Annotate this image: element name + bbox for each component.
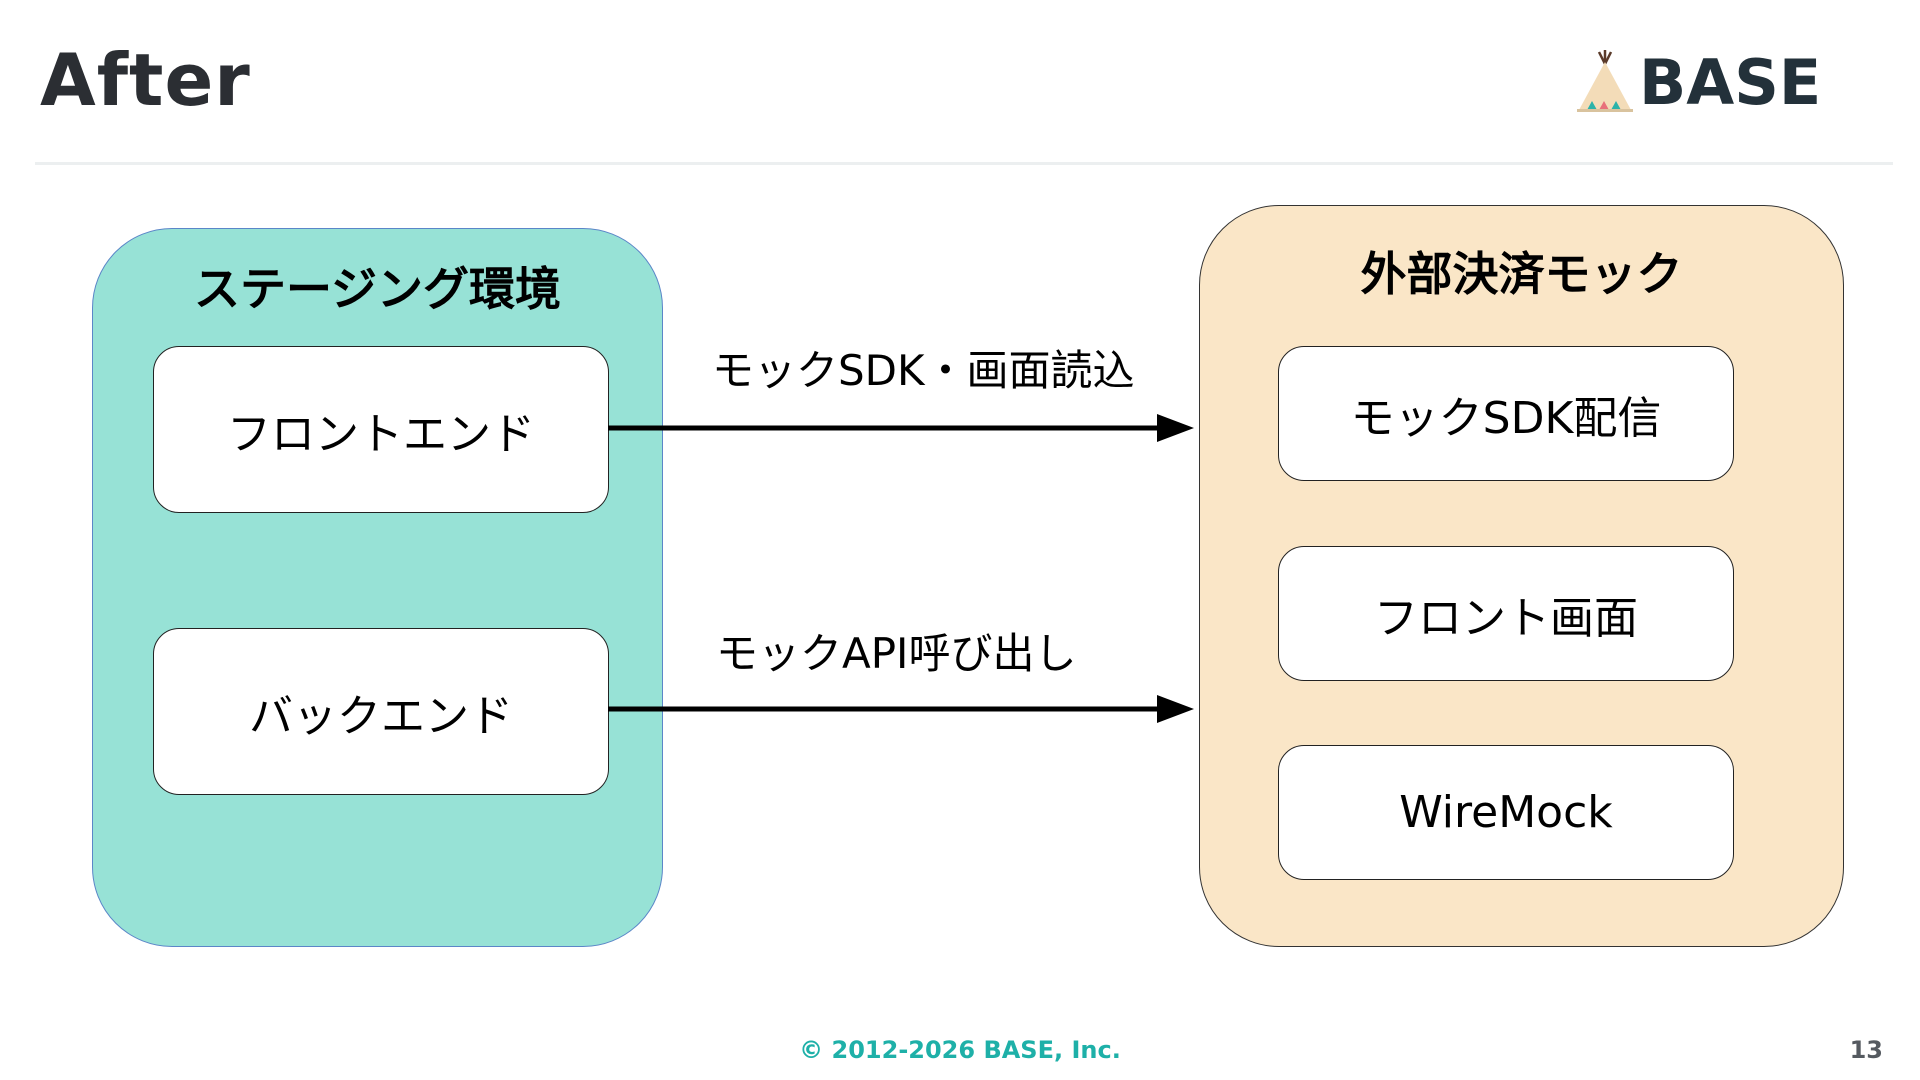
mock-sdk-delivery-box: モックSDK配信 — [1278, 346, 1734, 481]
payment-mock-group: 外部決済モック モックSDK配信 フロント画面 WireMock — [1199, 205, 1844, 947]
arrow-frontend-to-mock — [608, 414, 1194, 442]
copyright-footer: © 2012-2026 BASE, Inc. — [799, 1036, 1121, 1064]
staging-environment-group: ステージング環境 フロントエンド バックエンド — [92, 228, 663, 947]
backend-box: バックエンド — [153, 628, 609, 795]
base-logo: BASE — [1575, 42, 1821, 122]
mock-group-title: 外部決済モック — [1360, 247, 1683, 301]
header-divider — [35, 162, 1893, 165]
frontend-box: フロントエンド — [153, 346, 609, 513]
logo-text: BASE — [1639, 45, 1822, 119]
arrow-backend-to-mock — [608, 695, 1194, 723]
bottom-arrow-label: モックAPI呼び出し — [716, 629, 1077, 678]
slide-title: After — [40, 38, 251, 122]
wiremock-box: WireMock — [1278, 745, 1734, 880]
front-screen-box: フロント画面 — [1278, 546, 1734, 681]
tipi-logo-icon — [1577, 50, 1633, 112]
page-number: 13 — [1849, 1036, 1883, 1064]
staging-group-title: ステージング環境 — [193, 262, 562, 316]
top-arrow-label: モックSDK・画面読込 — [712, 346, 1135, 395]
